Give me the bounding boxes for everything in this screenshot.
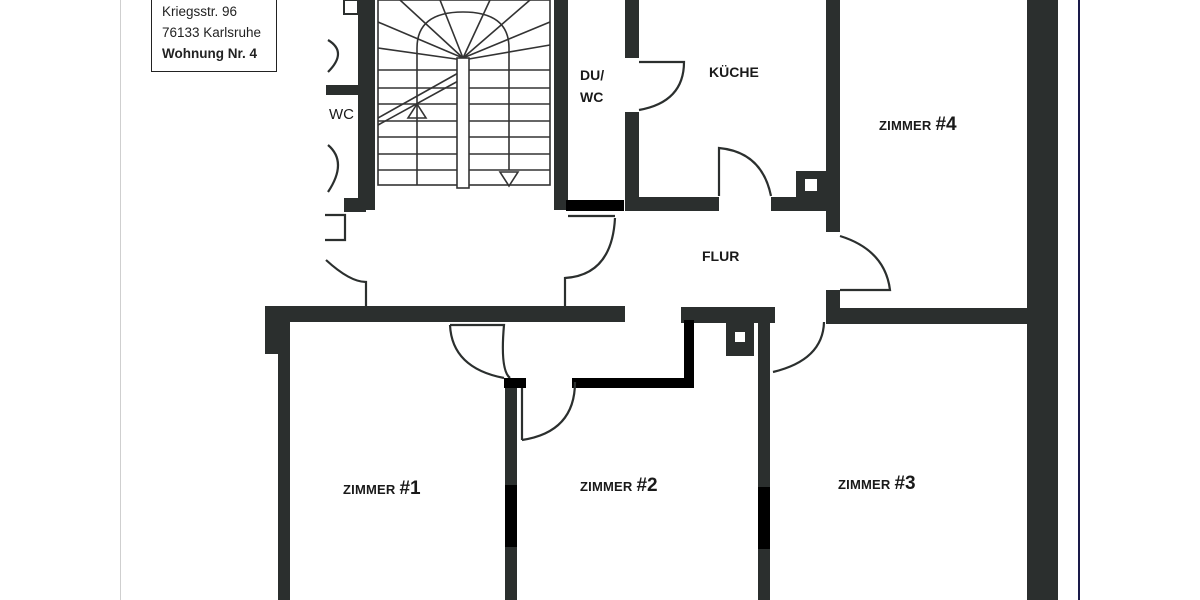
- room-label-wc: WC: [329, 106, 354, 123]
- room-label-kueche: KÜCHE: [709, 64, 759, 80]
- room-label-zimmer-2: ZIMMER#2: [580, 475, 658, 497]
- room-label-du-wc: DU/ WC: [580, 64, 604, 108]
- bath-kitchen-walls: [566, 0, 840, 232]
- zimmer-2-text: ZIMMER: [580, 479, 633, 494]
- page-right-edge: [1078, 0, 1080, 600]
- staircase-walls: [326, 0, 568, 212]
- address-street: Kriegsstr. 96: [162, 4, 238, 19]
- zimmer-4-text: ZIMMER: [879, 118, 932, 133]
- central-walls: [265, 306, 826, 600]
- address-city: 76133 Karlsruhe: [162, 25, 262, 40]
- address-unit: Wohnung Nr. 4: [162, 46, 257, 61]
- zimmer-2-number: #2: [636, 475, 658, 496]
- wc-doors: [325, 39, 368, 306]
- zimmer-1-text: ZIMMER: [343, 482, 396, 497]
- room-label-zimmer-3: ZIMMER#3: [838, 473, 916, 495]
- page-left-edge: [120, 0, 121, 600]
- zimmer-1-number: #1: [399, 478, 421, 499]
- hall-doors: [563, 214, 617, 306]
- room-label-flur: FLUR: [702, 248, 740, 264]
- du-wc-line1: DU/: [580, 67, 605, 83]
- du-wc-line2: WC: [580, 89, 604, 105]
- zimmer-4-walls: [826, 0, 1058, 600]
- zimmer-3-text: ZIMMER: [838, 477, 891, 492]
- address-box: Kriegsstr. 96 76133 Karlsruhe Wohnung Nr…: [151, 0, 277, 72]
- room-label-zimmer-4: ZIMMER#4: [879, 114, 957, 136]
- zimmer-3-number: #3: [894, 473, 916, 494]
- staircase: [377, 0, 551, 189]
- zimmer-4-number: #4: [935, 114, 957, 135]
- room-separators: [504, 378, 770, 600]
- room-label-zimmer-1: ZIMMER#1: [343, 478, 421, 500]
